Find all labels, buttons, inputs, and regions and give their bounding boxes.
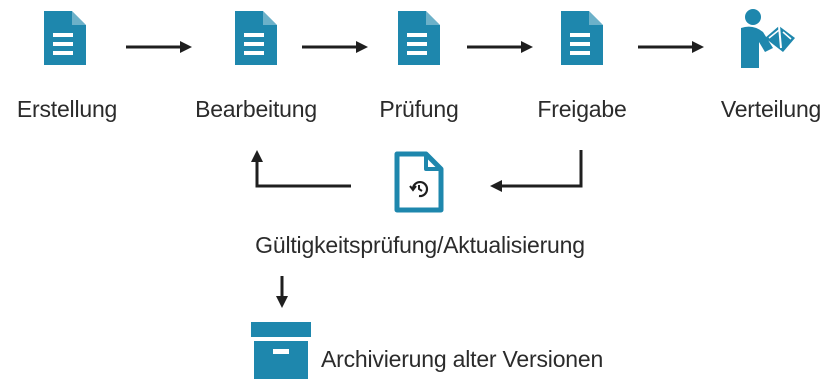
step-label-freigabe: Freigabe bbox=[537, 96, 627, 122]
document-icon-pruefung bbox=[398, 11, 440, 65]
archive-label: Archivierung alter Versionen bbox=[321, 346, 604, 372]
arrow-right-1 bbox=[126, 41, 192, 53]
step-label-erstellung: Erstellung bbox=[16, 96, 118, 122]
document-icon-erstellung bbox=[44, 11, 86, 65]
archive-box-icon bbox=[251, 322, 311, 379]
step-label-bearbeitung: Bearbeitung bbox=[195, 96, 317, 122]
arrow-right-3 bbox=[467, 41, 533, 53]
step-label-verteilung: Verteilung bbox=[720, 96, 822, 122]
arrow-from-freigabe-to-review bbox=[490, 150, 583, 192]
arrow-right-2 bbox=[302, 41, 368, 53]
step-label-pruefung: Prüfung bbox=[379, 96, 459, 122]
arrow-down-to-archive bbox=[276, 276, 288, 308]
document-icon-bearbeitung bbox=[235, 11, 277, 65]
arrow-right-4 bbox=[638, 41, 704, 53]
document-history-icon bbox=[394, 151, 444, 213]
review-label: Gültigkeitsprüfung/Aktualisierung bbox=[255, 232, 585, 258]
document-icon-freigabe bbox=[561, 11, 603, 65]
reading-person-icon bbox=[741, 9, 795, 69]
arrow-from-review-to-bearbeitung bbox=[251, 150, 351, 188]
